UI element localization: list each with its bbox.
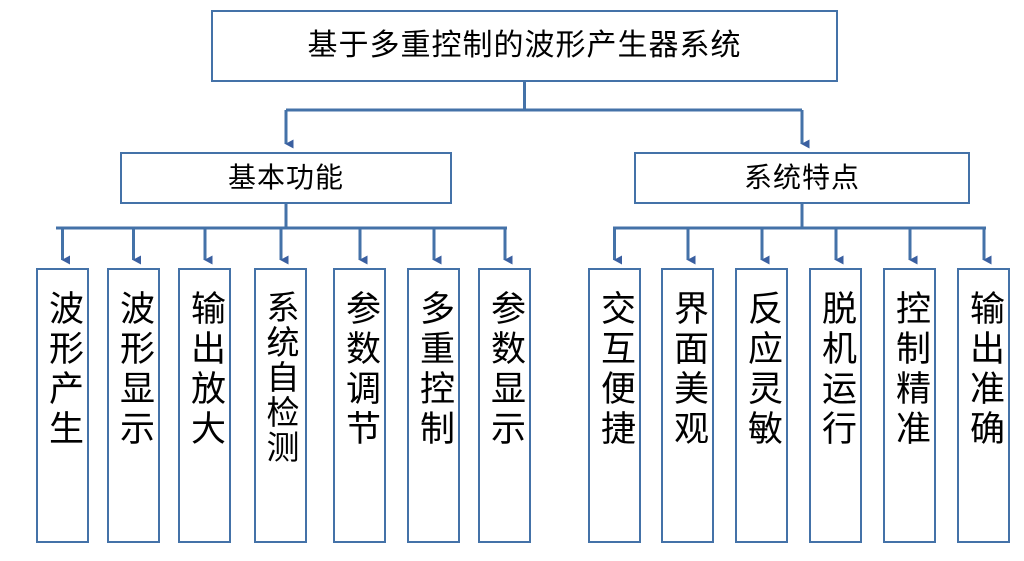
leaf-node-label: 波形显示 — [114, 290, 154, 450]
leaf-node-label: 输出准确 — [964, 290, 1004, 450]
branch-node-basic-functions[interactable]: 基本功能 — [120, 152, 452, 204]
leaf-node-parameter-adjustment[interactable]: 参数调节 — [333, 268, 386, 543]
leaf-node-label: 系统自检测 — [261, 290, 300, 465]
branch-node-label: 系统特点 — [743, 161, 860, 195]
leaf-node-label: 输出放大 — [185, 290, 225, 450]
leaf-node-waveform-display[interactable]: 波形显示 — [107, 268, 160, 543]
leaf-node-label: 交互便捷 — [595, 290, 635, 450]
leaf-node-parameter-display[interactable]: 参数显示 — [478, 268, 531, 543]
leaf-node-convenient-interaction[interactable]: 交互便捷 — [588, 268, 641, 543]
leaf-node-label: 参数显示 — [485, 290, 525, 450]
leaf-node-offline-operation[interactable]: 脱机运行 — [809, 268, 862, 543]
branch-node-system-features[interactable]: 系统特点 — [634, 152, 970, 204]
root-node[interactable]: 基于多重控制的波形产生器系统 — [211, 10, 838, 82]
leaf-node-accurate-output[interactable]: 输出准确 — [957, 268, 1010, 543]
leaf-node-precise-control[interactable]: 控制精准 — [883, 268, 936, 543]
leaf-node-label: 脱机运行 — [816, 290, 856, 450]
leaf-node-sensitive-response[interactable]: 反应灵敏 — [735, 268, 788, 543]
root-node-label: 基于多重控制的波形产生器系统 — [307, 28, 742, 64]
leaf-node-system-self-test[interactable]: 系统自检测 — [254, 268, 307, 543]
branch-node-label: 基本功能 — [227, 161, 344, 195]
leaf-node-label: 界面美观 — [668, 290, 708, 450]
leaf-node-label: 参数调节 — [340, 290, 380, 450]
leaf-node-waveform-generation[interactable]: 波形产生 — [36, 268, 89, 543]
leaf-node-output-amplification[interactable]: 输出放大 — [178, 268, 231, 543]
leaf-node-label: 波形产生 — [43, 290, 83, 450]
leaf-node-beautiful-interface[interactable]: 界面美观 — [661, 268, 714, 543]
leaf-node-label: 控制精准 — [890, 290, 930, 450]
leaf-node-label: 反应灵敏 — [742, 290, 782, 450]
leaf-node-label: 多重控制 — [414, 290, 454, 450]
leaf-node-multiple-control[interactable]: 多重控制 — [407, 268, 460, 543]
